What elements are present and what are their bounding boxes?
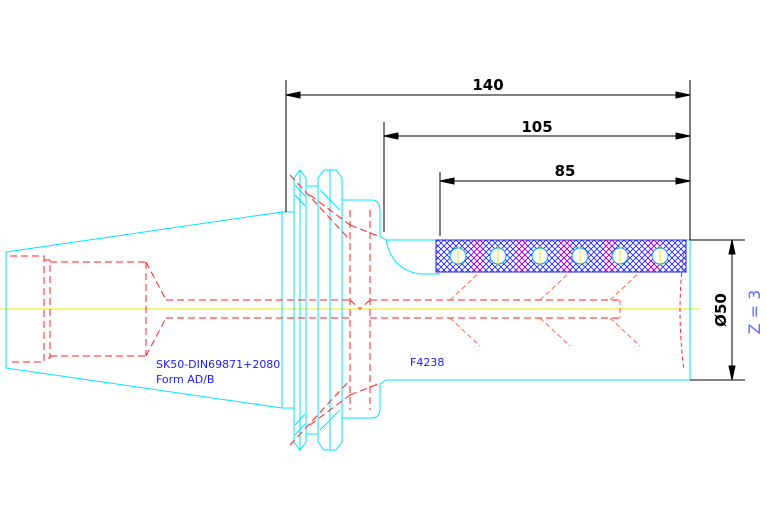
note-form: Form AD/B: [156, 373, 214, 386]
insert-band: [435, 239, 687, 273]
dimension-lines: [285, 80, 745, 381]
flange-hatch: [294, 184, 341, 436]
dim-140: 140: [472, 76, 503, 94]
dim-diameter: Ø50: [712, 293, 730, 327]
dim-85: 85: [555, 162, 576, 180]
hidden-lines: [10, 174, 620, 446]
taper-shank: [5, 211, 294, 409]
note-part-no: F4238: [410, 356, 444, 369]
side-label-z: Z = 3: [745, 290, 764, 335]
coolant-channels: [449, 271, 641, 347]
flange: [293, 169, 690, 451]
note-standard: SK50-DIN69871+2080: [156, 358, 280, 371]
dim-105: 105: [521, 118, 552, 136]
